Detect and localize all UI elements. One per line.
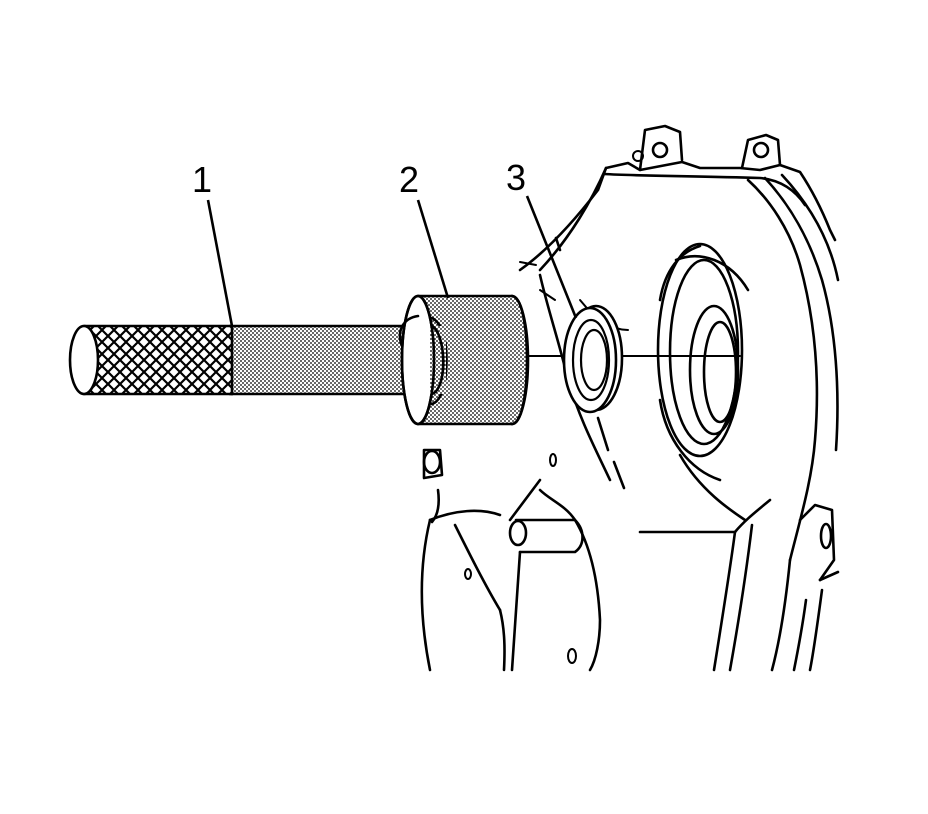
seal-installer-handle [68, 324, 442, 396]
seal-bore-outer [656, 242, 744, 458]
left-bolt-hole [422, 449, 442, 475]
seal-bore-inner [688, 304, 740, 436]
top-ear-left [638, 124, 684, 172]
callout-1: 1 [192, 159, 212, 200]
top-ear-right [740, 133, 782, 170]
top-ear-small-hole [632, 150, 644, 162]
leader-3 [525, 195, 578, 319]
front-crankshaft-seal [562, 304, 624, 414]
callout-3: 3 [506, 157, 526, 198]
top-ear-left-hole [651, 141, 669, 159]
callout-2: 2 [399, 159, 419, 200]
center-bolt-hole [508, 519, 528, 547]
seal-installer-adapter [398, 294, 530, 426]
callout-leaders [206, 195, 578, 327]
cover-outline [518, 160, 837, 272]
leader-1 [206, 199, 234, 327]
leader-2 [416, 199, 450, 299]
top-ear-right-hole [752, 141, 770, 159]
